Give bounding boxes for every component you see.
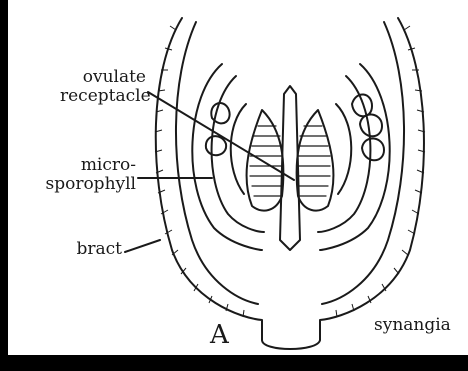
bract-leader	[125, 240, 160, 252]
left-bract-inner	[176, 22, 258, 304]
ovulate-label-line1: ovulate	[60, 68, 146, 87]
microsporophyll-label-line2: sporophyll	[40, 175, 136, 194]
right-synangium-1	[352, 94, 372, 116]
right-bract-outer	[320, 18, 424, 340]
right-microsporophyll-outer	[320, 64, 390, 250]
right-microsporophyll-inner2	[336, 104, 351, 194]
right-synangium-2	[360, 114, 382, 136]
right-synangium-3	[362, 138, 384, 160]
right-bract-inner	[322, 22, 404, 304]
stalk	[262, 340, 320, 349]
panel-letter: A	[210, 326, 229, 345]
left-microsporophyll-outer	[192, 64, 262, 250]
ovulate-label-line2: receptacle	[60, 87, 146, 106]
left-synangium-1	[211, 103, 229, 123]
ovulate-receptacle-label: ovulate receptacle	[60, 68, 146, 106]
microsporophyll-label-line1: micro-	[40, 156, 136, 175]
bract-label: bract	[60, 240, 122, 259]
synangia-label: synangia	[374, 316, 451, 335]
bract-hairs	[155, 26, 425, 317]
left-synangium-2	[206, 136, 226, 155]
microsporophyll-label: micro- sporophyll	[40, 156, 136, 194]
